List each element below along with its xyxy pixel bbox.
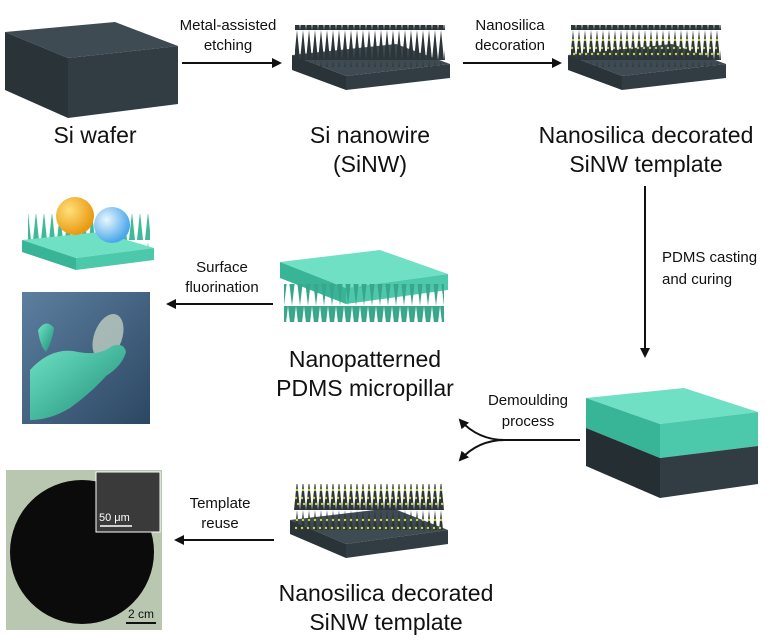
stage-label-template-bottom-2: SiNW template: [309, 609, 462, 635]
step-label-decoration-1: Nanosilica: [475, 17, 545, 34]
si-nanowire-block: [292, 25, 450, 90]
pdms-micropillar-block: [280, 250, 448, 322]
nanosilica-template-bottom: [290, 484, 448, 558]
stage-label-nanowire-2: (SiNW): [333, 151, 407, 177]
stage-label-nanowire-1: Si nanowire: [310, 122, 430, 148]
stage-label-template-bottom-1: Nanosilica decorated: [279, 580, 494, 606]
wafer-scale-label: 2 cm: [128, 607, 154, 621]
step-label-reuse-1: Template: [190, 495, 251, 512]
step-label-demoulding-1: Demoulding: [488, 392, 568, 409]
step-label-casting-1: PDMS casting: [662, 249, 757, 266]
inset-scale-label: 50 μm: [99, 512, 130, 524]
pdms-on-template-block: [586, 388, 758, 498]
photo-wafer: 50 μm 2 cm: [6, 470, 162, 630]
water-droplet: [94, 207, 130, 243]
step-label-etching-1: Metal-assisted: [180, 17, 277, 34]
stage-label-pdms-1: Nanopatterned: [289, 346, 441, 372]
photo-gloved-hand: [22, 292, 150, 424]
stage-label-si-wafer: Si wafer: [53, 122, 136, 148]
step-label-fluorination-2: fluorination: [185, 279, 258, 296]
stage-label-template-top-1: Nanosilica decorated: [539, 122, 754, 148]
step-label-decoration-2: decoration: [475, 37, 545, 54]
arrow-demoulding: [458, 418, 580, 462]
stage-label-template-top-2: SiNW template: [569, 151, 722, 177]
step-label-fluorination-1: Surface: [196, 259, 248, 276]
si-wafer-block: [5, 22, 178, 118]
fluorinated-surface-droplets: [22, 197, 154, 270]
step-label-casting-2: and curing: [662, 271, 732, 288]
sem-inset: [96, 472, 160, 532]
oil-droplet: [56, 197, 94, 235]
stage-label-pdms-2: PDMS micropillar: [276, 375, 454, 401]
nanosilica-template-top: [568, 25, 726, 90]
step-label-reuse-2: reuse: [201, 515, 239, 532]
step-label-etching-2: etching: [204, 37, 252, 54]
step-label-demoulding-2: process: [502, 413, 555, 430]
